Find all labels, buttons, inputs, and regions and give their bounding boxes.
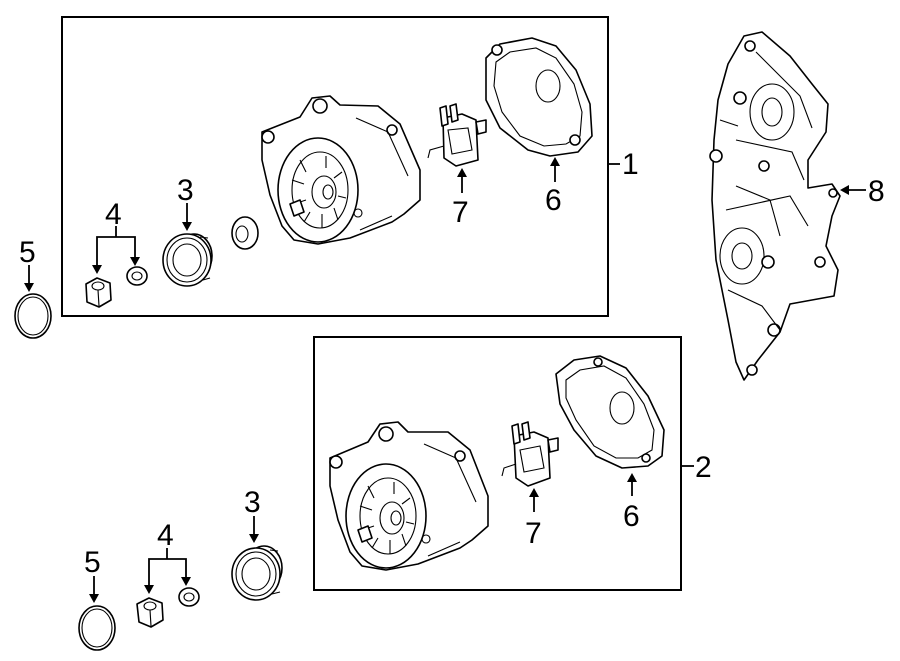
- callout-5-top: 5: [19, 236, 36, 269]
- washer-icon-2: [178, 587, 200, 607]
- callout-5-bottom: 5: [84, 546, 101, 579]
- mounting-bracket-icon: [709, 31, 841, 381]
- nut-icon: [85, 277, 112, 308]
- voltage-regulator-icon: [427, 103, 487, 167]
- rear-cover-icon-2: [555, 355, 665, 469]
- washer-icon: [126, 266, 148, 286]
- o-ring-icon: [14, 293, 52, 339]
- nut-icon-2: [136, 597, 164, 628]
- pulley-icon: [162, 233, 213, 287]
- rear-cover-icon: [485, 37, 593, 157]
- callout-1: 1: [622, 148, 639, 181]
- callout-6-top: 6: [545, 184, 562, 217]
- assembly-box-2: [313, 336, 682, 591]
- callout-4-bottom: 4: [157, 519, 174, 552]
- voltage-regulator-icon-2: [501, 421, 559, 487]
- alternator-icon-2: [329, 421, 489, 571]
- alternator-icon: [261, 95, 421, 245]
- callout-8: 8: [868, 175, 885, 208]
- callout-2: 2: [695, 451, 712, 484]
- callout-3-top: 3: [177, 174, 194, 207]
- pulley-icon-2: [231, 545, 283, 601]
- callout-3-bottom: 3: [244, 486, 261, 519]
- o-ring-icon-2: [78, 605, 116, 651]
- callout-6-bottom: 6: [623, 500, 640, 533]
- assembly-box-1: [61, 16, 609, 317]
- callout-7-top: 7: [452, 196, 469, 229]
- callout-7-bottom: 7: [525, 517, 542, 550]
- callout-4-top: 4: [105, 198, 122, 231]
- spacer-icon: [231, 216, 259, 250]
